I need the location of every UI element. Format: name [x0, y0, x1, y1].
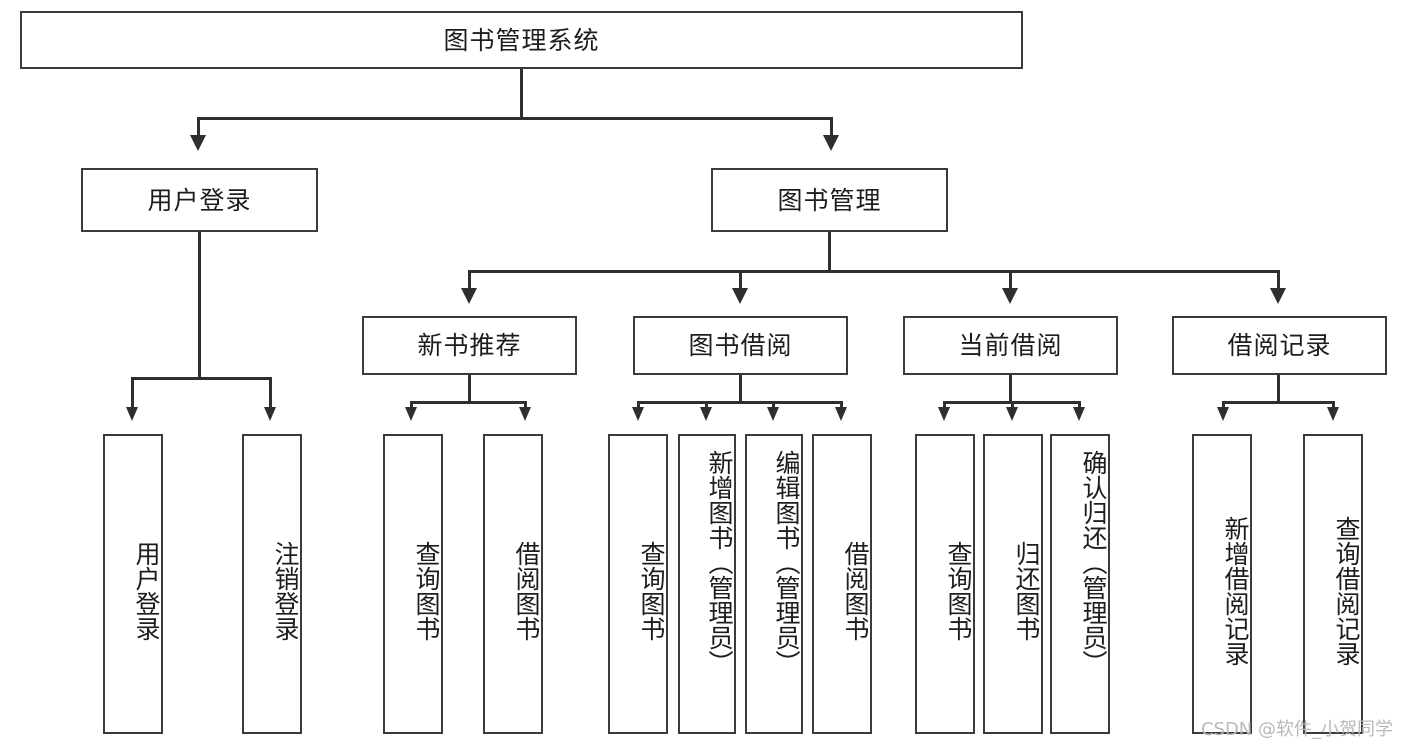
node-leaf-query-book-2[interactable]: 查询图书 — [608, 434, 668, 734]
connector-current-borrow-c1 — [943, 401, 946, 409]
connector-book-borrow-bus — [637, 401, 842, 404]
arrowhead-leaf-query-record — [1327, 407, 1339, 421]
node-leaf-query-book-1[interactable]: 查询图书 — [383, 434, 443, 734]
arrowhead-leaf-borrow-book-1 — [519, 407, 531, 421]
node-label: 用户登录 — [132, 541, 161, 641]
node-current-borrow[interactable]: 当前借阅 — [903, 316, 1118, 375]
connector-book-manage-down — [828, 232, 831, 272]
connector-to-current-borrow — [1009, 270, 1012, 290]
connector-borrow-record-bus — [1222, 401, 1335, 404]
connector-book-borrow-c4 — [840, 401, 843, 409]
node-label: 用户登录 — [147, 185, 252, 215]
arrowhead-leaf-confirm-return — [1073, 407, 1085, 421]
connector-current-borrow-down — [1009, 375, 1012, 403]
node-leaf-borrow-book-2[interactable]: 借阅图书 — [812, 434, 872, 734]
connector-new-book-c2 — [524, 401, 527, 409]
node-label: 注销登录 — [271, 541, 300, 641]
arrowhead-book-manage — [823, 135, 839, 151]
connector-current-borrow-c3 — [1078, 401, 1081, 409]
connector-book-borrow-down — [739, 375, 742, 403]
arrowhead-user-login — [190, 135, 206, 151]
node-label: 新增图书（管理员） — [705, 450, 734, 675]
arrowhead-leaf-query-book-1 — [405, 407, 417, 421]
node-leaf-add-book[interactable]: 新增图书（管理员） — [678, 434, 736, 734]
arrowhead-leaf-user-logout — [264, 407, 276, 421]
node-label: 借阅记录 — [1227, 331, 1332, 360]
connector-borrow-record-c1 — [1222, 401, 1225, 409]
arrowhead-leaf-user-login — [126, 407, 138, 421]
connector-user-login-down — [198, 232, 201, 380]
node-leaf-user-login[interactable]: 用户登录 — [103, 434, 163, 734]
node-label: 归还图书 — [1012, 541, 1041, 641]
connector-root-to-user-login — [197, 117, 200, 137]
connector-new-book-c1 — [410, 401, 413, 409]
node-leaf-query-book-3[interactable]: 查询图书 — [915, 434, 975, 734]
node-leaf-borrow-book-1[interactable]: 借阅图书 — [483, 434, 543, 734]
node-label: 新书推荐 — [417, 331, 522, 360]
node-label: 借阅图书 — [841, 541, 870, 641]
node-label: 新增借阅记录 — [1221, 516, 1250, 666]
arrowhead-leaf-query-book-2 — [632, 407, 644, 421]
connector-book-borrow-c2 — [705, 401, 708, 409]
node-leaf-add-record[interactable]: 新增借阅记录 — [1192, 434, 1252, 734]
node-leaf-query-record[interactable]: 查询借阅记录 — [1303, 434, 1363, 734]
node-label: 编辑图书（管理员） — [772, 450, 801, 675]
arrowhead-leaf-add-book — [700, 407, 712, 421]
connector-new-book-bus — [410, 401, 527, 404]
node-leaf-return-book[interactable]: 归还图书 — [983, 434, 1043, 734]
connector-user-login-bus — [131, 377, 271, 380]
node-label: 图书管理 — [777, 185, 882, 215]
arrowhead-leaf-add-record — [1217, 407, 1229, 421]
node-label: 借阅图书 — [512, 541, 541, 641]
connector-current-borrow-c2 — [1011, 401, 1014, 409]
node-label: 确认归还（管理员） — [1079, 450, 1108, 675]
arrowhead-borrow-record — [1270, 288, 1286, 304]
connector-root-to-book-manage — [830, 117, 833, 137]
node-label: 查询图书 — [412, 541, 441, 641]
node-leaf-confirm-return[interactable]: 确认归还（管理员） — [1050, 434, 1110, 734]
connector-new-book-down — [468, 375, 471, 403]
node-new-book-recommend[interactable]: 新书推荐 — [362, 316, 577, 375]
arrowhead-new-book-recommend — [461, 288, 477, 304]
node-root-system[interactable]: 图书管理系统 — [20, 11, 1023, 69]
arrowhead-leaf-borrow-book-2 — [835, 407, 847, 421]
node-label: 查询图书 — [637, 541, 666, 641]
connector-book-borrow-c3 — [772, 401, 775, 409]
connector-to-new-book — [468, 270, 471, 290]
arrowhead-leaf-query-book-3 — [938, 407, 950, 421]
arrowhead-leaf-edit-book — [767, 407, 779, 421]
connector-user-login-right — [269, 377, 272, 409]
node-label: 图书管理系统 — [443, 25, 600, 55]
connector-book-borrow-c1 — [637, 401, 640, 409]
connector-level3-bus — [468, 270, 1280, 273]
node-label: 查询图书 — [944, 541, 973, 641]
connector-borrow-record-c2 — [1332, 401, 1335, 409]
connector-root-down — [520, 69, 523, 118]
node-user-login[interactable]: 用户登录 — [81, 168, 318, 232]
node-book-manage[interactable]: 图书管理 — [711, 168, 948, 232]
connector-to-book-borrow — [739, 270, 742, 290]
node-label: 查询借阅记录 — [1332, 516, 1361, 666]
arrowhead-book-borrow — [732, 288, 748, 304]
csdn-watermark: CSDN @软件_小贺同学 — [1200, 719, 1393, 740]
connector-user-login-left — [131, 377, 134, 409]
arrowhead-current-borrow — [1002, 288, 1018, 304]
connector-borrow-record-down — [1277, 375, 1280, 403]
connector-root-bus — [197, 117, 833, 120]
node-book-borrow[interactable]: 图书借阅 — [633, 316, 848, 375]
arrowhead-leaf-return-book — [1006, 407, 1018, 421]
node-leaf-edit-book[interactable]: 编辑图书（管理员） — [745, 434, 803, 734]
node-label: 图书借阅 — [688, 331, 793, 360]
node-leaf-user-logout[interactable]: 注销登录 — [242, 434, 302, 734]
connector-to-borrow-record — [1277, 270, 1280, 290]
node-label: 当前借阅 — [958, 331, 1063, 360]
node-borrow-record[interactable]: 借阅记录 — [1172, 316, 1387, 375]
